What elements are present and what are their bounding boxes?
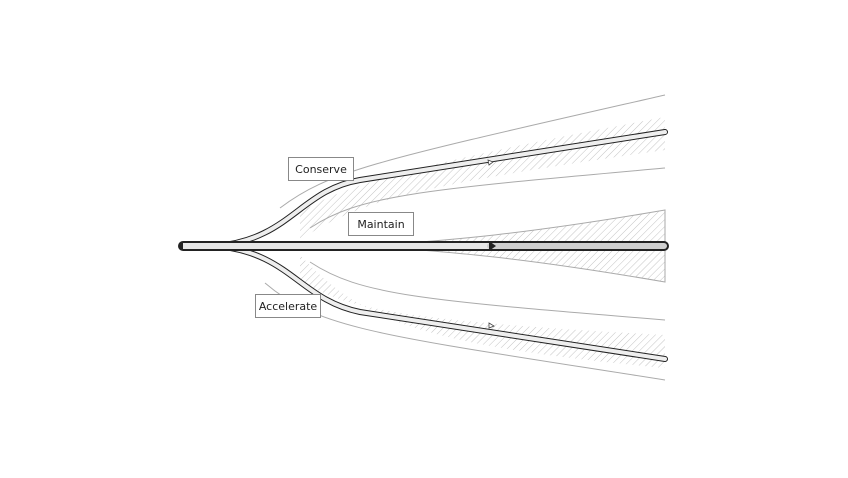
maintain-arrow-icon — [489, 241, 496, 251]
accelerate-uncertainty-band — [264, 255, 666, 381]
maintain-path — [178, 241, 669, 251]
maintain-label: Maintain — [348, 212, 414, 236]
conserve-arrow-icon — [487, 159, 494, 166]
conserve-label: Conserve — [288, 157, 354, 181]
accelerate-label: Accelerate — [255, 294, 321, 318]
accelerate-arrow-icon — [488, 322, 495, 329]
